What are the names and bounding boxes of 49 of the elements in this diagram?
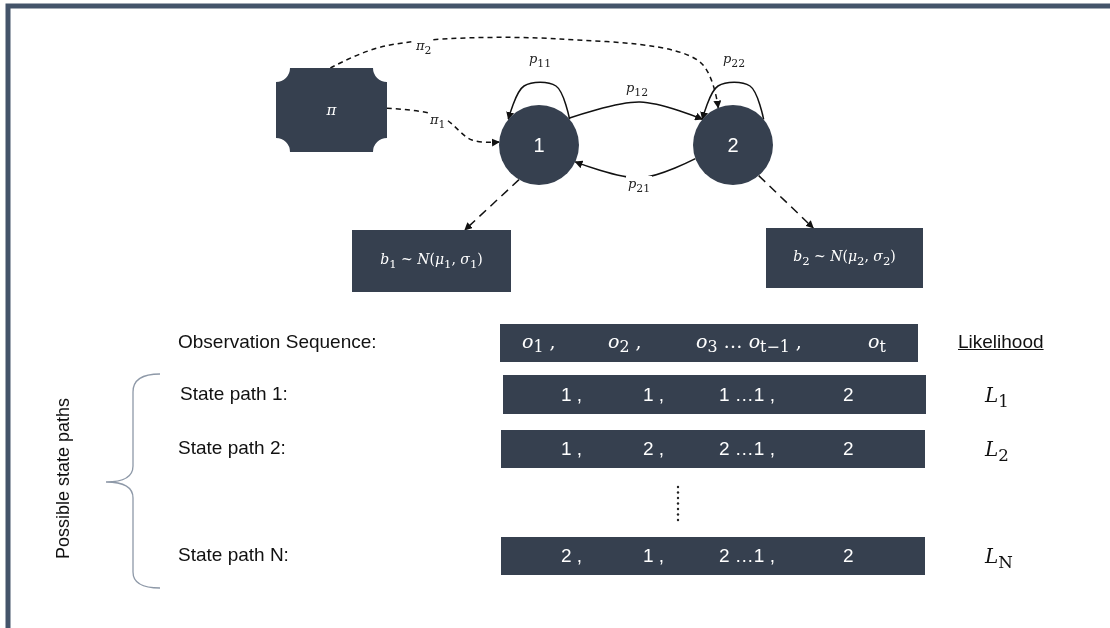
row-label: State path 1: bbox=[180, 383, 288, 405]
state-path-bar bbox=[501, 537, 925, 575]
arrow bbox=[506, 81, 571, 121]
observation-bar bbox=[500, 324, 918, 362]
arrow bbox=[386, 107, 500, 147]
arrow bbox=[329, 36, 722, 109]
arrow bbox=[568, 101, 704, 121]
state-value: 2 bbox=[843, 383, 854, 406]
arrow bbox=[464, 178, 520, 231]
state-value: 1 , bbox=[643, 383, 665, 406]
row-label: State path 2: bbox=[178, 437, 286, 459]
observation-symbol: o$_{3}$ … o$_{t−1}$ , bbox=[696, 329, 802, 357]
row-label: Observation Sequence: bbox=[178, 331, 377, 353]
observation-symbol: o$_{2}$ , bbox=[608, 329, 642, 357]
emission-box bbox=[766, 228, 923, 288]
state-value: 2 bbox=[843, 545, 854, 567]
state-value: 2 …1 , bbox=[719, 438, 775, 460]
state-value: 1 , bbox=[561, 383, 583, 406]
state-value: 2 , bbox=[643, 438, 665, 460]
observation-symbol: o$_{1}$ , bbox=[522, 329, 556, 357]
initial-distribution-node bbox=[276, 68, 387, 152]
row-label: State path N: bbox=[178, 544, 289, 566]
symbol-label: π bbox=[325, 101, 338, 119]
state-value: 2 bbox=[843, 438, 854, 460]
observation-symbol: o$_{t}$ bbox=[868, 329, 886, 357]
arrow bbox=[700, 81, 765, 121]
state-path-bar bbox=[503, 375, 926, 414]
state-circle bbox=[499, 105, 579, 185]
edge-label: π$_{1}$ bbox=[428, 112, 448, 131]
state-path-bar bbox=[501, 430, 925, 468]
state-number: 1 bbox=[532, 133, 546, 157]
state-value: 2 , bbox=[561, 545, 583, 567]
edge-label: π$_{2}$ bbox=[414, 38, 434, 57]
state-value: 1 , bbox=[561, 438, 583, 460]
state-value: 1 , bbox=[643, 545, 665, 567]
state-circle bbox=[693, 105, 773, 185]
likelihood-symbol: L$_{N}$ bbox=[985, 544, 1013, 572]
likelihood-symbol: L$_{2}$ bbox=[985, 437, 1009, 465]
formula-label: b$_{1}$ ~ N(μ$_{1}$, σ$_{1}$) bbox=[379, 251, 484, 271]
likelihood-symbol: L$_{1}$ bbox=[985, 383, 1009, 411]
side-label: Possible state paths bbox=[53, 397, 75, 560]
column-heading: Likelihood bbox=[958, 331, 1044, 353]
state-number: 2 bbox=[726, 133, 740, 157]
emission-box bbox=[352, 230, 511, 292]
formula-label: b$_{2}$ ~ N(μ$_{2}$, σ$_{2}$) bbox=[792, 248, 897, 268]
edge-label: p$_{21}$ bbox=[626, 176, 653, 195]
arrow bbox=[757, 174, 814, 229]
state-value: 1 …1 , bbox=[719, 383, 775, 406]
state-value: 2 …1 , bbox=[719, 545, 775, 567]
